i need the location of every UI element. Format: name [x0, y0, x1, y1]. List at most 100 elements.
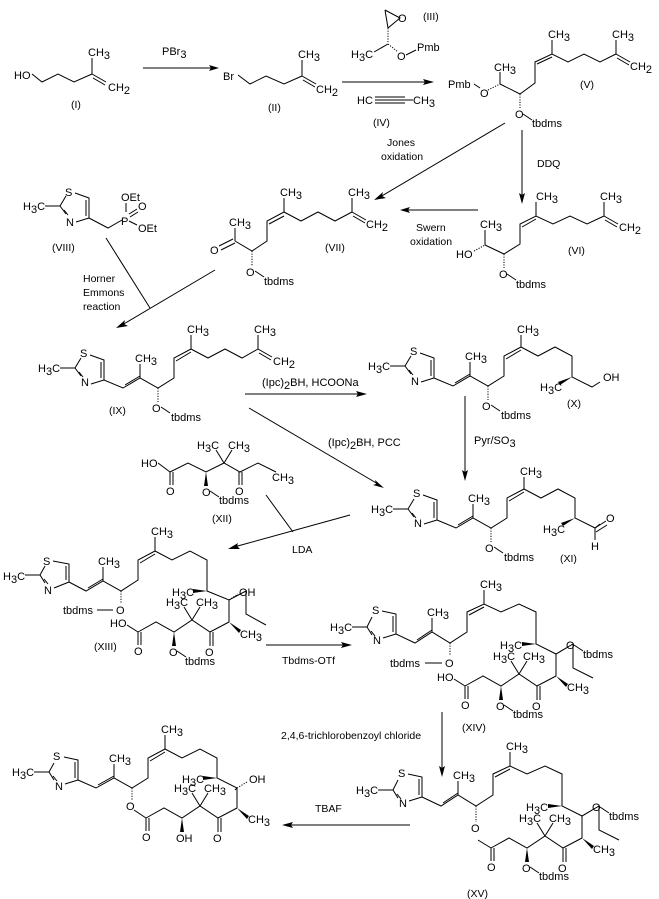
atom-O: O	[499, 269, 508, 281]
atom-CH3: CH3	[480, 219, 502, 234]
atom-HO: HO	[456, 249, 473, 261]
reagent-jones-line2: oxidation	[381, 151, 423, 163]
compound-label-III: (III)	[423, 11, 439, 23]
atom-Pmb: Pmb	[417, 42, 440, 54]
atom-HO: HO	[110, 618, 127, 630]
atom-S: S	[372, 605, 379, 617]
compound-VIII: H3C S N P OEt O OEt (VIII)	[23, 187, 157, 254]
reagent-he-line3: reaction	[83, 301, 121, 313]
atom-tbdms: tbdms	[513, 709, 543, 721]
atom-CH3: CH3	[548, 29, 570, 44]
atom-O: O	[152, 403, 161, 415]
atom-O: O	[606, 513, 615, 525]
compound-label-VIII: (VIII)	[52, 242, 75, 254]
atom-S: S	[65, 187, 72, 199]
atom-CH3: CH3	[523, 651, 545, 666]
atom-O: O	[566, 640, 575, 652]
atom-CH3: CH3	[204, 783, 226, 798]
arrow-tbdms-otf: Tbdms-OTf	[266, 642, 352, 667]
atom-O: O	[487, 862, 496, 874]
atom-CH2: CH2	[316, 84, 338, 99]
arrow-ipc2bh-pcc: (Ipc)2BH, PCC	[248, 407, 401, 488]
atom-H3C: H3C	[368, 361, 390, 376]
arrow-pyr-so3: Pyr/SO3	[462, 396, 516, 481]
atom-tbdms: tbdms	[583, 649, 613, 661]
atom-H3C: H3C	[38, 363, 60, 378]
atom-O: O	[485, 543, 494, 555]
atom-H3C: H3C	[166, 597, 188, 612]
atom-CH2: CH2	[366, 219, 388, 234]
compound-III: O O Pmb H3C (III)	[351, 9, 440, 64]
atom-CH2: CH2	[273, 356, 295, 371]
atom-tbdms: tbdms	[504, 552, 534, 564]
atom-CH3: CH3	[248, 814, 270, 829]
atom-H3C: H3C	[12, 767, 34, 782]
atom-CH3: CH3	[427, 607, 449, 622]
atom-tbdms: tbdms	[609, 811, 639, 823]
arrow-swern-oxidation: Swern oxidation	[400, 207, 478, 248]
arrow-epoxide-opening	[342, 79, 434, 85]
atom-CH3: CH3	[465, 351, 487, 366]
atom-S: S	[43, 556, 50, 568]
atom-CH3: CH3	[520, 466, 542, 481]
compound-XII: HO O O tbdms H3C CH3 O CH3 (XII)	[141, 440, 294, 525]
compound-label-IV: (IV)	[373, 117, 390, 129]
atom-H3C: H3C	[500, 640, 522, 655]
compound-label-VII: (VII)	[325, 242, 345, 254]
atom-H3C: H3C	[182, 774, 204, 789]
atom-CH3: CH3	[612, 29, 634, 44]
atom-CH2: CH2	[108, 82, 130, 97]
compound-II: Br CH3 CH2 (II)	[223, 49, 338, 114]
reagent-swern-line1: Swern	[416, 222, 446, 234]
atom-S: S	[80, 348, 87, 360]
atom-N: N	[373, 635, 381, 647]
compound-label-VI: (VI)	[568, 245, 585, 257]
atom-H3C: H3C	[197, 440, 219, 455]
atom-CH3: CH3	[298, 49, 320, 64]
atom-CH3: CH3	[196, 597, 218, 612]
atom-H3C: H3C	[371, 504, 393, 519]
atom-CH3: CH3	[109, 753, 131, 768]
atom-H3C: H3C	[174, 783, 196, 798]
atom-CH3: CH3	[161, 724, 183, 739]
atom-H3C: H3C	[519, 813, 541, 828]
atom-CH3: CH3	[517, 324, 539, 339]
atom-O: O	[397, 51, 406, 63]
arrow-tbaf: TBAF	[282, 803, 410, 828]
atom-O: O	[210, 245, 219, 257]
atom-H3C: H3C	[3, 571, 25, 586]
reagent-jones-line1: Jones	[387, 137, 415, 149]
atom-CH3: CH3	[453, 770, 475, 785]
atom-N: N	[414, 518, 422, 530]
atom-tbdms: tbdms	[171, 412, 201, 424]
atom-CH3: CH3	[348, 187, 370, 202]
atom-tbdms: tbdms	[539, 871, 569, 883]
atom-H3C: H3C	[493, 651, 515, 666]
reagent-ddq: DDQ	[537, 158, 560, 170]
atom-CH3: CH3	[229, 217, 251, 232]
atom-HO: HO	[14, 70, 31, 82]
compound-label-IX: (IX)	[109, 405, 126, 417]
compound-XIII: H3C S N CH3 CH3 H3C OH CH3 O H3C CH3 O t…	[3, 526, 267, 668]
atom-OH: OH	[249, 774, 266, 786]
arrow-lda: LDA	[228, 494, 351, 556]
atom-S: S	[413, 488, 420, 500]
atom-CH3: CH3	[549, 813, 571, 828]
atom-CH3: CH3	[494, 62, 516, 77]
atom-O: O	[134, 646, 143, 658]
compound-VII: O CH3 CH3 CH3 CH2 O tbdms (VII)	[210, 187, 388, 288]
reagent-ipc2bh-pcc: (Ipc)2BH, PCC	[328, 437, 401, 452]
atom-CH3: CH3	[88, 47, 110, 62]
atom-CH3: CH3	[567, 682, 589, 697]
atom-CH3: CH3	[593, 844, 615, 859]
atom-tbdms: tbdms	[501, 410, 531, 422]
atom-N: N	[81, 377, 89, 389]
atom-tbdms: tbdms	[390, 658, 420, 670]
atom-O: O	[169, 647, 178, 659]
reagent-swern-line2: oxidation	[410, 236, 452, 248]
atom-tbdms: tbdms	[63, 605, 93, 617]
atom-Br: Br	[223, 71, 234, 83]
atom-CH3: CH3	[254, 324, 276, 339]
atom-H3C: H3C	[356, 785, 378, 800]
atom-O: O	[202, 487, 211, 499]
